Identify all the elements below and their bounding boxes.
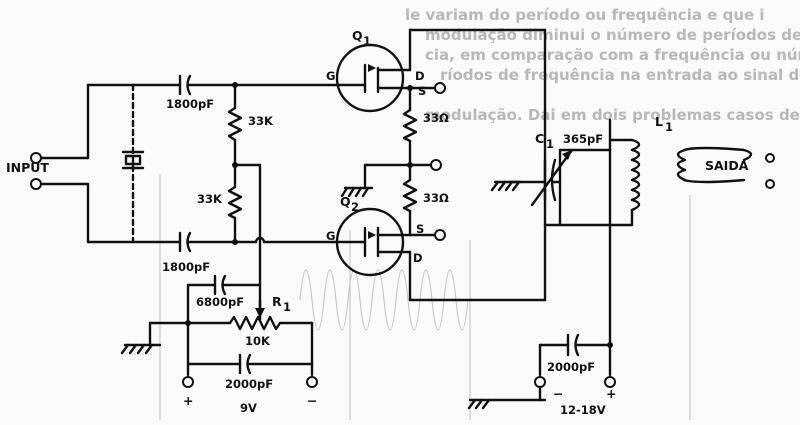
background-line-3: cia, em comparação com a frequência ou n…: [425, 46, 800, 64]
output-terminal-top[interactable]: [765, 153, 775, 163]
res-33-top-label: 33Ω: [423, 111, 449, 125]
coil-l1: L 1 SAIDA: [558, 114, 775, 227]
background-line-5: modulação. Dai em dois problemas casos d…: [425, 106, 800, 124]
q2-pin-d: D: [413, 251, 423, 265]
transistor-q1: G D S Q 1: [326, 28, 547, 113]
r1-sub: 1: [283, 300, 291, 314]
q1-label: Q: [352, 28, 363, 43]
cap-6800-label: 6800pF: [196, 295, 244, 309]
plus-right: +: [606, 386, 616, 401]
output-terminal-bottom[interactable]: [765, 179, 775, 189]
crystal-icon: [124, 154, 142, 166]
supply-right-plus-terminal[interactable]: [604, 376, 616, 388]
q2-source-terminal[interactable]: [434, 229, 446, 241]
resistor-33-chain: 33Ω 33Ω: [340, 85, 449, 237]
transistor-q2: G S D Q 2: [326, 108, 547, 302]
capacitor-1800pf-top: 1800pF: [86, 74, 339, 111]
bias-network: 6800pF R 1 10K 2000pF + − 9V: [120, 274, 318, 415]
c1-sub: 1: [546, 137, 554, 151]
r1-label: R: [272, 294, 282, 309]
q1-pin-d: D: [415, 69, 425, 83]
output-label: SAIDA: [705, 158, 749, 173]
input-terminal-bottom[interactable]: [30, 178, 42, 190]
supply-left-minus-terminal[interactable]: [306, 376, 318, 388]
resistor-33k-chain: 33K 33K: [197, 82, 274, 322]
q2-pin-g: G: [326, 229, 335, 243]
l1-sub: 1: [665, 120, 673, 134]
cap-2000-right-label: 2000pF: [547, 360, 595, 374]
cap-bottom-label: 1800pF: [162, 260, 210, 274]
input-terminal-top[interactable]: [30, 152, 42, 164]
res-33k-top-label: 33K: [248, 114, 274, 128]
background-line-4: ríodos de frequência na entrada ao sinal…: [440, 66, 800, 84]
input-label: INPUT: [6, 160, 49, 175]
variable-capacitor-c1: C 1 365pF: [490, 131, 612, 227]
supply-left-label: 9V: [240, 401, 257, 415]
supply-left-plus-terminal[interactable]: [182, 376, 194, 388]
q2-pin-s: S: [416, 222, 424, 236]
minus-right: −: [553, 386, 563, 401]
input-section: INPUT: [6, 83, 145, 244]
q1-pin-g: G: [326, 69, 335, 83]
cap-top-label: 1800pF: [166, 97, 214, 111]
supply-right-label: 12-18V: [560, 403, 606, 417]
q1-pin-s: S: [418, 84, 426, 98]
c1-value: 365pF: [563, 132, 603, 146]
background-line-1: le variam do período ou frequência e que…: [405, 6, 765, 24]
background-bleed: le variam do período ou frequência e que…: [159, 6, 800, 420]
q1-source-terminal[interactable]: [434, 82, 446, 94]
minus-left: −: [307, 393, 317, 408]
q1-sub: 1: [363, 34, 371, 48]
res-33-bottom-label: 33Ω: [423, 191, 449, 205]
c1-label: C: [535, 131, 544, 146]
background-line-2: modulação diminui o número de períodos d…: [425, 26, 800, 44]
l1-label: L: [655, 114, 663, 129]
capacitor-1800pf-bottom: 1800pF: [86, 231, 339, 274]
q2-sub: 2: [351, 200, 359, 214]
supply-right-minus-terminal[interactable]: [534, 376, 546, 388]
res-33k-left-label: 33K: [197, 192, 223, 206]
r1-value: 10K: [245, 334, 271, 348]
q2-label: Q: [340, 194, 351, 209]
cap-2000-left-label: 2000pF: [225, 377, 273, 391]
supply-12-18v: 2000pF + − 12-18V: [467, 223, 616, 417]
plus-left: +: [183, 393, 193, 408]
mid-terminal[interactable]: [430, 159, 442, 171]
